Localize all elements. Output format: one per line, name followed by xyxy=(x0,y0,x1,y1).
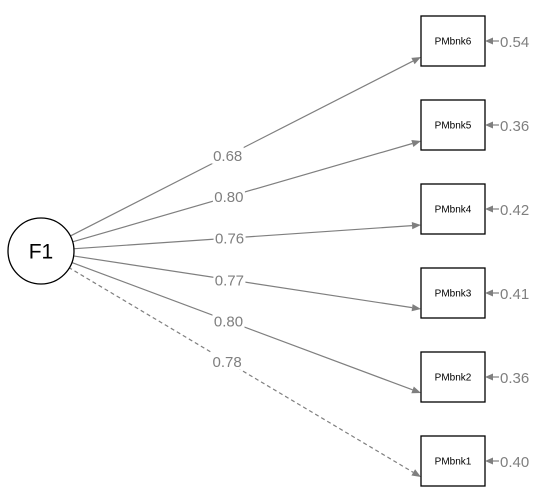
loading-paths xyxy=(68,57,421,477)
loading-label-pmbnk5: 0.80 xyxy=(214,189,243,206)
loading-label-pmbnk1: 0.78 xyxy=(213,354,242,371)
residual-arrowhead xyxy=(485,205,493,213)
loading-label-pmbnk4: 0.76 xyxy=(215,231,244,248)
indicator-label: PMbnk6 xyxy=(435,37,472,48)
indicator-node-pmbnk3: PMbnk3 xyxy=(420,267,486,319)
loading-label-bg xyxy=(212,187,245,205)
loading-label-pmbnk2: 0.80 xyxy=(214,314,243,331)
loading-label-pmbnk6: 0.68 xyxy=(213,148,242,165)
indicator-node-pmbnk4: PMbnk4 xyxy=(420,183,486,235)
indicator-label: PMbnk5 xyxy=(435,121,472,132)
arrowhead-pmbnk4 xyxy=(411,222,421,230)
residual-arrowhead xyxy=(485,289,493,297)
indicator-node-pmbnk1: PMbnk1 xyxy=(420,435,486,487)
residual-label-pmbnk2: 0.36 xyxy=(500,370,529,387)
indicator-box xyxy=(420,435,486,487)
residual-arrowhead xyxy=(485,373,493,381)
residual-arrowhead xyxy=(485,37,493,45)
indicator-label: PMbnk4 xyxy=(435,205,472,216)
loading-label-bg xyxy=(213,229,246,247)
residual-arrows: 0.54 0.36 0.42 0.41 0.36 0.40 xyxy=(485,34,529,471)
indicator-label: PMbnk1 xyxy=(435,457,472,468)
arrowhead-pmbnk3 xyxy=(411,304,421,312)
arrowhead-pmbnk2 xyxy=(411,386,421,394)
indicator-node-pmbnk2: PMbnk2 xyxy=(420,351,486,403)
loading-label-bg xyxy=(211,146,244,164)
arrowhead-pmbnk1 xyxy=(411,469,421,477)
arrowhead-pmbnk5 xyxy=(411,140,421,147)
residual-label-pmbnk4: 0.42 xyxy=(500,202,529,219)
residual-label-pmbnk1: 0.40 xyxy=(500,454,529,471)
indicator-box xyxy=(420,99,486,151)
indicator-node-pmbnk5: PMbnk5 xyxy=(420,99,486,151)
indicator-label: PMbnk2 xyxy=(435,373,472,384)
latent-factor-circle xyxy=(7,217,75,285)
loading-path-pmbnk1 xyxy=(68,266,414,473)
residual-label-pmbnk3: 0.41 xyxy=(500,286,529,303)
indicator-label: PMbnk3 xyxy=(435,289,472,300)
nodes: F1 xyxy=(7,217,75,285)
loading-labels: 0.68 0.80 0.76 0.77 0.80 0.78 xyxy=(211,146,246,371)
residual-label-pmbnk5: 0.36 xyxy=(500,118,529,135)
residual-arrowhead xyxy=(485,457,493,465)
loading-label-pmbnk3: 0.77 xyxy=(215,272,244,289)
residual-arrowhead xyxy=(485,121,493,129)
loading-label-bg xyxy=(211,352,244,370)
indicator-box xyxy=(420,351,486,403)
latent-factor-label: F1 xyxy=(29,241,54,264)
loading-label-bg xyxy=(212,312,245,330)
arrowhead-pmbnk6 xyxy=(411,57,421,65)
indicator-node-pmbnk6: PMbnk6 xyxy=(420,15,486,67)
latent-factor-node: F1 xyxy=(7,217,75,285)
residual-label-pmbnk6: 0.54 xyxy=(500,34,529,51)
loading-label-bg xyxy=(213,270,246,288)
